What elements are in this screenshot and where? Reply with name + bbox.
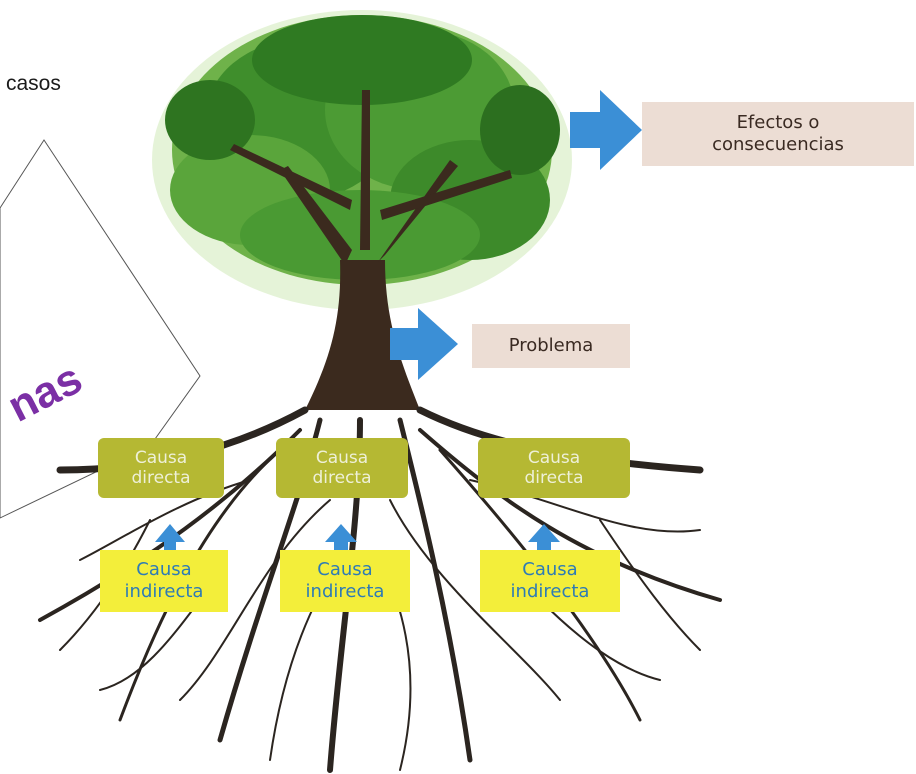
direct-cause-box: Causa directa [276, 438, 408, 498]
indirect-cause-box: Causa indirecta [100, 550, 228, 612]
arrow-up-icon [528, 524, 560, 552]
arrow-up-icon [325, 524, 357, 552]
partial-text: casos [6, 72, 61, 95]
direct-cause-box: Causa directa [98, 438, 224, 498]
indirect-cause-line1: Causa [317, 559, 373, 581]
direct-cause-line2: directa [312, 468, 372, 488]
direct-cause-box: Causa directa [478, 438, 630, 498]
effects-label-line2: consecuencias [712, 134, 844, 155]
tilted-rectangle [0, 139, 201, 519]
indirect-cause-line1: Causa [522, 559, 578, 581]
tree-trunk [230, 90, 512, 410]
arrow-problem-icon [390, 308, 458, 380]
problem-label: Problema [472, 324, 630, 368]
arrow-up-icon [155, 524, 185, 552]
problem-label-text: Problema [508, 335, 594, 357]
effects-label-line1: Efectos o [736, 112, 820, 134]
direct-cause-line2: directa [524, 468, 584, 488]
effects-label: Efectos o consecuencias [642, 102, 914, 166]
indirect-cause-line2: indirecta [510, 581, 590, 602]
indirect-cause-box: Causa indirecta [280, 550, 410, 612]
indirect-cause-box: Causa indirecta [480, 550, 620, 612]
indirect-cause-line2: indirecta [124, 581, 204, 602]
arrow-effects-icon [570, 90, 642, 170]
direct-cause-line1: Causa [134, 447, 188, 468]
direct-cause-line1: Causa [527, 447, 581, 468]
indirect-cause-line1: Causa [136, 559, 192, 581]
indirect-cause-line2: indirecta [305, 581, 385, 602]
direct-cause-line1: Causa [315, 447, 369, 468]
direct-cause-line2: directa [131, 468, 191, 488]
